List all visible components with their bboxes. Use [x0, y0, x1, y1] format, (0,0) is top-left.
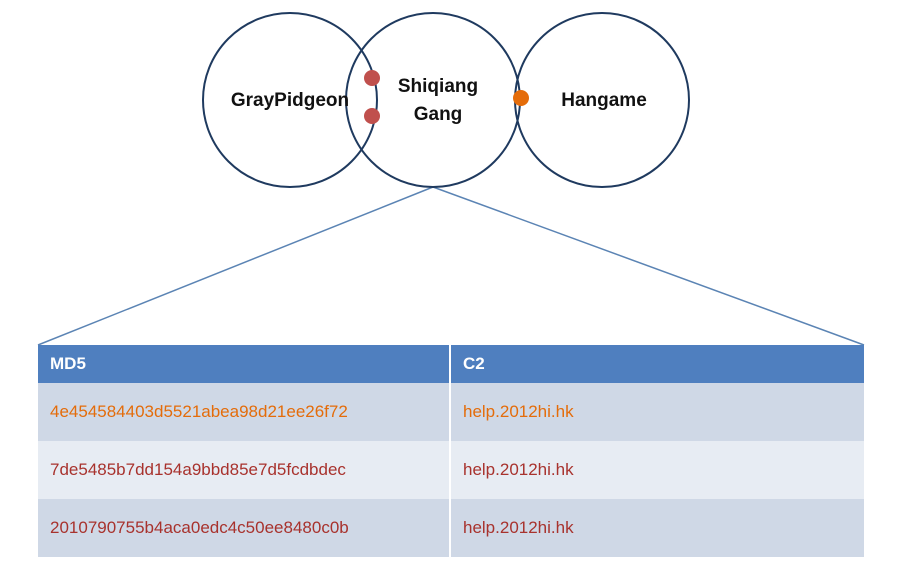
md5-cell: 4e454584403d5521abea98d21ee26f72 — [38, 383, 450, 441]
table-row: 4e454584403d5521abea98d21ee26f72 help.20… — [38, 383, 864, 441]
overlap-marker-3 — [513, 90, 529, 106]
circle-graypidgeon — [202, 12, 378, 188]
zoom-line-left — [37, 186, 434, 346]
md5-cell: 2010790755b4aca0edc4c50ee8480c0b — [38, 499, 450, 557]
label-hangame: Hangame — [561, 90, 647, 111]
table-row: 2010790755b4aca0edc4c50ee8480c0b help.20… — [38, 499, 864, 557]
table-header-row: MD5 C2 — [38, 345, 864, 383]
c2-cell: help.2012hi.hk — [449, 383, 864, 441]
table-row: 7de5485b7dd154a9bbd85e7d5fcdbdec help.20… — [38, 441, 864, 499]
label-shiqiang-line2: Gang — [414, 104, 463, 125]
md5-c2-table: MD5 C2 4e454584403d5521abea98d21ee26f72 … — [38, 345, 864, 557]
label-graypidgeon: GrayPidgeon — [231, 90, 349, 111]
header-c2: C2 — [449, 345, 864, 383]
c2-cell: help.2012hi.hk — [449, 441, 864, 499]
c2-cell: help.2012hi.hk — [449, 499, 864, 557]
zoom-line-right — [432, 186, 865, 346]
circle-shiqiang-gang — [345, 12, 521, 188]
header-md5: MD5 — [38, 345, 450, 383]
overlap-marker-2 — [364, 108, 380, 124]
overlap-marker-1 — [364, 70, 380, 86]
md5-cell: 7de5485b7dd154a9bbd85e7d5fcdbdec — [38, 441, 450, 499]
label-shiqiang-line1: Shiqiang — [398, 76, 478, 97]
